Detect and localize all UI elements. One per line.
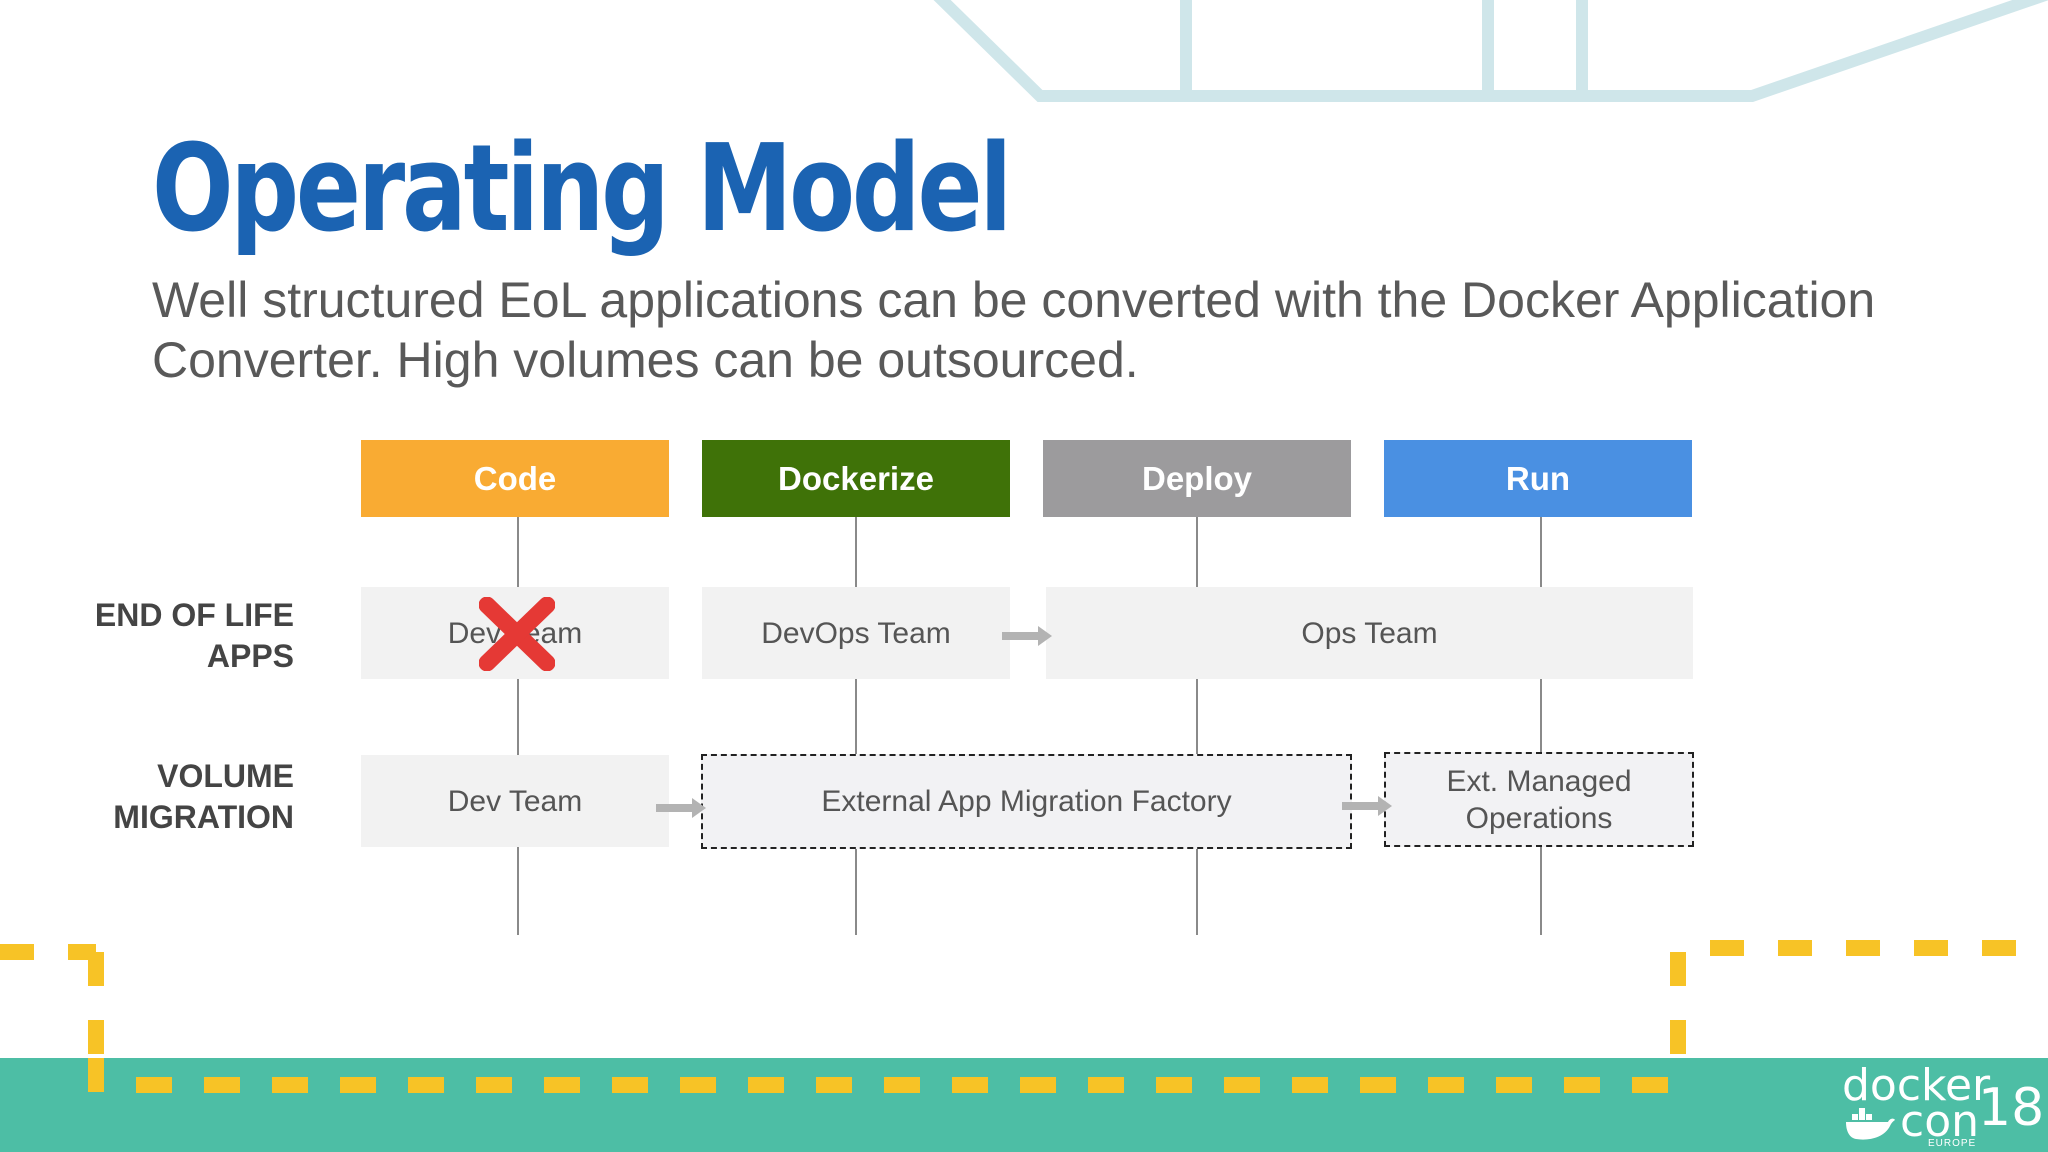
cell-text: DevOps Team [761,616,951,650]
row-label-end-of-life: END OF LIFE APPS [34,595,294,677]
cell-text-wrap: Ext. Managed Operations [1446,763,1631,837]
footer-bar [0,1058,2048,1152]
slide-title: Operating Model [152,120,1012,259]
phase-label: Dockerize [778,459,934,497]
logo-text: con [1900,1096,1979,1147]
lane-line-code [517,517,519,935]
phase-label: Code [473,459,557,497]
cell-text-line: Operations [1465,801,1613,835]
phase-code: Code [361,440,669,517]
cell-ext-managed-operations: Ext. Managed Operations [1384,752,1694,847]
logo-edition: EUROPE [1928,1138,1977,1149]
cell-text: Ops Team [1301,616,1438,650]
row-label-line: APPS [206,638,294,674]
phase-label: Run [1505,459,1571,497]
arrow-right-icon [1342,796,1392,816]
cell-text: External App Migration Factory [821,785,1232,818]
arrow-right-icon [1002,626,1052,646]
cell-external-app-migration-factory: External App Migration Factory [701,754,1352,849]
cell-text: Dev Team [447,784,583,818]
cell-eol-ops-team: Ops Team [1046,587,1693,679]
docker-whale-icon [1846,1108,1895,1140]
lane-line-dockerize [855,517,857,935]
cross-out-icon [479,597,555,671]
row-label-volume-migration: VOLUME MIGRATION [34,756,294,838]
logo-text: docker [1842,1060,1991,1111]
phase-deploy: Deploy [1043,440,1351,517]
lane-line-deploy [1196,517,1198,935]
row-label-line: VOLUME [157,758,294,794]
dockercon-logo: docker con 18 EUROPE [1838,1058,2044,1152]
slide-subtitle: Well structured EoL applications can be … [152,272,1876,388]
lane-line-run [1540,517,1542,935]
row-label-line: MIGRATION [113,799,294,835]
phase-label: Deploy [1141,459,1253,497]
phase-run: Run [1384,440,1692,517]
cell-eol-devops-team: DevOps Team [702,587,1010,679]
cell-text-line: Ext. Managed [1446,764,1632,798]
logo-number: 18 [1978,1078,2045,1138]
row-label-line: END OF LIFE [94,597,294,633]
container-frame-decoration [933,0,2048,102]
phase-dockerize: Dockerize [702,440,1010,517]
cell-volume-dev-team: Dev Team [361,755,669,847]
arrow-right-icon [656,798,706,818]
